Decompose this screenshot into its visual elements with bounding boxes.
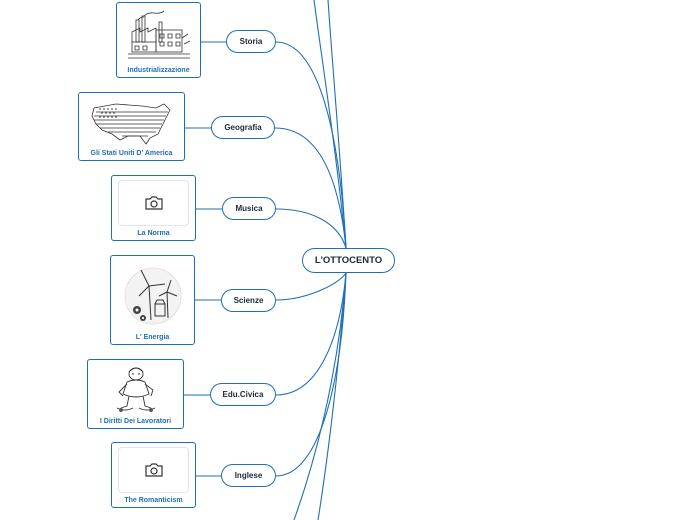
link-root-geografia	[274, 127, 347, 249]
card-caption: I Diritti Dei Lavoratori	[99, 418, 172, 425]
card-caption: L' Energia	[135, 334, 170, 341]
card-caption: La Norma	[137, 230, 170, 237]
topic-musica[interactable]: Musica	[222, 197, 276, 220]
link-root-musica	[275, 208, 347, 249]
card-diritti-lavoratori[interactable]: I Diritti Dei Lavoratori	[87, 359, 184, 429]
image-placeholder	[118, 447, 189, 493]
factory-illustration	[123, 7, 194, 63]
energy-turbines-illustration	[117, 260, 188, 330]
camera-icon	[144, 463, 163, 477]
link-root-offscreen-top-1	[313, 0, 347, 249]
link-root-offscreen-bottom-1	[317, 272, 347, 520]
root-node[interactable]: L'OTTOCENTO	[302, 248, 395, 273]
topic-scienze[interactable]: Scienze	[221, 289, 276, 312]
link-root-scienze	[275, 272, 347, 301]
image-placeholder	[118, 180, 189, 226]
card-industrializzazione[interactable]: Industrializzazione	[116, 2, 201, 78]
card-caption: The Romanticism	[124, 497, 183, 504]
topic-storia[interactable]: Storia	[226, 30, 276, 53]
topic-geografia[interactable]: Geografia	[211, 116, 275, 139]
usa-flag-map-illustration	[85, 97, 178, 146]
worker-illustration	[94, 364, 177, 414]
topic-inglese[interactable]: Inglese	[221, 464, 276, 487]
card-caption: Industrializzazione	[127, 67, 190, 74]
link-root-offscreen-bottom-2	[293, 272, 347, 520]
card-energia[interactable]: L' Energia	[110, 255, 195, 345]
card-la-norma[interactable]: La Norma	[111, 175, 196, 241]
link-root-edu-civica	[275, 272, 347, 396]
card-stati-uniti[interactable]: Gli Stati Uniti D' America	[78, 92, 185, 161]
card-caption: Gli Stati Uniti D' America	[90, 150, 173, 157]
link-root-inglese	[275, 272, 347, 477]
link-root-offscreen-top-2	[327, 0, 347, 249]
topic-edu-civica[interactable]: Edu.Civica	[210, 383, 276, 406]
camera-icon	[144, 196, 163, 210]
card-romanticism[interactable]: The Romanticism	[111, 442, 196, 508]
link-root-storia	[275, 41, 347, 249]
